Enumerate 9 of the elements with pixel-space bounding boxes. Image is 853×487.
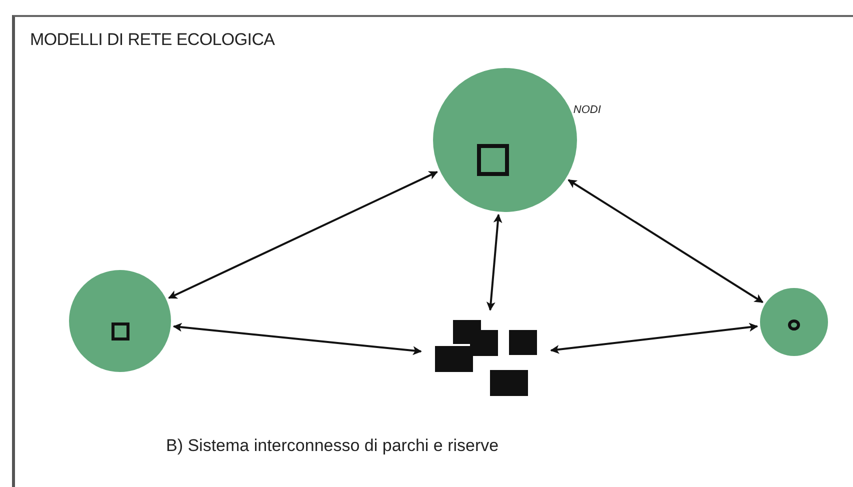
- double-arrow: [168, 171, 438, 299]
- diagram-caption: B) Sistema interconnesso di parchi e riserve: [166, 436, 499, 456]
- double-arrow: [568, 179, 764, 304]
- patch-cluster: [433, 318, 539, 398]
- diagram-title: MODELLI DI RETE ECOLOGICA: [30, 30, 275, 50]
- double-arrow: [486, 214, 502, 311]
- double-arrow: [550, 322, 758, 354]
- node-caption: NODI: [573, 104, 601, 116]
- double-arrow: [172, 322, 422, 356]
